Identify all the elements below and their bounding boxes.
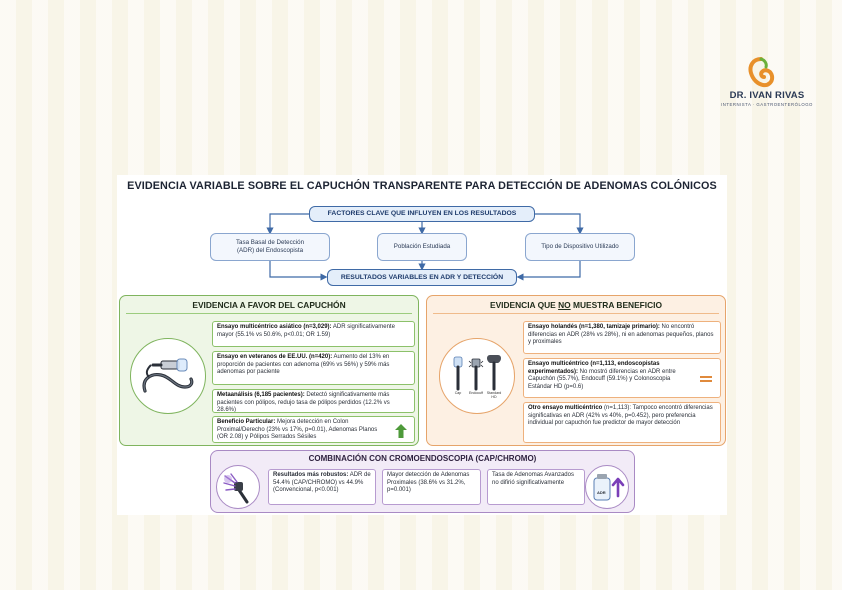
- entry-text: Tasa de Adenomas Avanzados no difirió si…: [492, 472, 574, 486]
- factor-baseline-adr: Tasa Basal de Detección (ADR) del Endosc…: [210, 233, 330, 261]
- factors-header: FACTORES CLAVE QUE INFLUYEN EN LOS RESUL…: [309, 206, 535, 222]
- factor-label: (ADR) del Endoscopista: [236, 247, 304, 254]
- logo: DR. IVAN RIVAS INTERNISTA · GASTROENTERÓ…: [712, 56, 822, 112]
- entry-text: (n=1,113): Tampoco encontró diferencias …: [528, 405, 713, 427]
- device-label-cap: Cap: [454, 391, 462, 395]
- results-box: RESULTADOS VARIABLES EN ADR Y DETECCIÓN: [327, 269, 517, 286]
- panel-title: EVIDENCIA A FAVOR DEL CAPUCHÓN: [192, 300, 346, 310]
- equal-sign-icon: [700, 376, 712, 382]
- up-arrow-icon: [395, 424, 407, 438]
- spray-illustration: [216, 465, 260, 509]
- entry-text: Detectó significativamente más pacientes…: [217, 392, 390, 413]
- adr-label: ADR: [597, 490, 606, 495]
- evidence-entry: Otro ensayo multicéntrico (n=1,113): Tam…: [523, 402, 721, 443]
- evidence-no-benefit-panel: EVIDENCIA QUE NO MUESTRA BENEFICIO Cap E…: [426, 295, 726, 446]
- entry-bold: Metaanálisis (6,185 pacientes):: [217, 392, 305, 398]
- combination-entry: Tasa de Adenomas Avanzados no difirió si…: [487, 469, 585, 505]
- device-label-standard-hd: Standard HD: [486, 391, 502, 400]
- endoscope-cap-icon: [142, 358, 194, 393]
- factor-label: Tipo de Dispositivo Utilizado: [541, 243, 619, 250]
- entry-bold: Ensayo holandés (n=1,380, tamizaje prima…: [528, 324, 660, 330]
- device-label-endocuff: Endocuff: [468, 391, 484, 395]
- adr-illustration: ADR: [585, 465, 629, 509]
- gut-logo-icon: [748, 57, 775, 88]
- combination-entry: Mayor detección de Adenomas Proximales (…: [382, 469, 481, 505]
- factor-device-type: Tipo de Dispositivo Utilizado: [525, 233, 635, 261]
- title-part: MUESTRA BENEFICIO: [570, 300, 663, 310]
- evidence-entry: Ensayo multicéntrico asiático (n=3,029):…: [212, 321, 415, 347]
- title-underlined: NO: [558, 300, 571, 310]
- entry-bold: Beneficio Particular:: [217, 419, 276, 425]
- factor-label: Población Estudiada: [393, 243, 451, 250]
- factor-label: Tasa Basal de Detección: [235, 239, 305, 246]
- combination-entry: Resultados más robustos: ADR de 54.4% (C…: [268, 469, 376, 505]
- evidence-entry: Beneficio Particular: Mejora detección e…: [212, 416, 415, 443]
- factor-population: Población Estudiada: [377, 233, 467, 261]
- entry-text: Aumento del 13% en proporción de pacient…: [217, 354, 390, 376]
- entry-text: No encontró diferencias en ADR (28% vs 2…: [528, 324, 714, 346]
- divider: [433, 313, 719, 314]
- logo-name: DR. IVAN RIVAS: [729, 90, 805, 101]
- evidence-entry: Metaanálisis (6,185 pacientes): Detectó …: [212, 389, 415, 413]
- dye-spray-icon: [223, 473, 249, 504]
- adr-bottle-icon: [593, 474, 625, 501]
- entry-text: No mostró diferencias en ADR entre Capuc…: [528, 368, 676, 390]
- entry-bold: Resultados más robustos:: [273, 472, 349, 478]
- chromoendoscopy-panel: COMBINACIÓN CON CROMOENDOSCOPIA (CAP/CHR…: [210, 450, 635, 513]
- entry-bold: Ensayo en veteranos de EE.UU. (n=420):: [217, 354, 333, 360]
- evidence-entry: Ensayo holandés (n=1,380, tamizaje prima…: [523, 321, 721, 354]
- main-title: EVIDENCIA VARIABLE SOBRE EL CAPUCHÓN TRA…: [127, 180, 717, 192]
- three-devices-icon: [453, 355, 501, 391]
- panel-title: COMBINACIÓN CON CROMOENDOSCOPIA (CAP/CHR…: [308, 454, 537, 463]
- infographic: EVIDENCIA VARIABLE SOBRE EL CAPUCHÓN TRA…: [117, 175, 727, 515]
- devices-illustration: Cap Endocuff Standard HD: [439, 338, 515, 414]
- evidence-entry: Ensayo en veteranos de EE.UU. (n=420): A…: [212, 351, 415, 385]
- entry-bold: Ensayo multicéntrico (n=1,113, endoscopi…: [528, 361, 660, 375]
- entry-text: ADR significativamente mayor (55.1% vs 5…: [217, 324, 395, 338]
- entry-bold: Ensayo multicéntrico asiático (n=3,029):: [217, 324, 332, 330]
- panel-title: EVIDENCIA QUE NO MUESTRA BENEFICIO: [427, 300, 725, 310]
- entry-text: Mejora detección en Colon Proximal/Derec…: [217, 419, 378, 441]
- evidence-entry: Ensayo multicéntrico (n=1,113, endoscopi…: [523, 358, 721, 398]
- flow-arrows: [266, 213, 584, 281]
- logo-subtitle: INTERNISTA · GASTROENTERÓLOGO: [721, 102, 813, 107]
- entry-text: ADR de 54.4% (CAP/CHROMO) vs 44.9% (Conv…: [273, 472, 371, 493]
- title-part: EVIDENCIA QUE: [489, 300, 559, 310]
- device-illustration: [130, 338, 206, 414]
- divider: [126, 313, 412, 314]
- entry-bold: Otro ensayo multicéntrico: [528, 405, 603, 411]
- evidence-favor-panel: EVIDENCIA A FAVOR DEL CAPUCHÓN Ensayo mu…: [119, 295, 419, 446]
- entry-text: Mayor detección de Adenomas Proximales (…: [387, 472, 470, 493]
